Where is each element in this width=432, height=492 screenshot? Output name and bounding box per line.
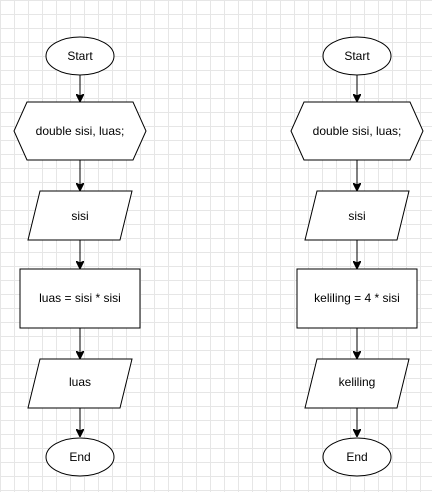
input-sisi-io[interactable]: sisi	[304, 190, 410, 241]
declaration-label: double sisi, luas;	[36, 124, 125, 138]
end-terminator[interactable]: End	[322, 437, 392, 477]
output-keliling-label: keliling	[339, 375, 376, 389]
process-keliling[interactable]: keliling = 4 * sisi	[296, 268, 418, 329]
end-label: End	[346, 450, 367, 464]
process-luas[interactable]: luas = sisi * sisi	[19, 268, 141, 329]
process-keliling-label: keliling = 4 * sisi	[314, 291, 400, 305]
start-terminator[interactable]: Start	[45, 36, 115, 76]
output-keliling-io[interactable]: keliling	[304, 358, 410, 409]
process-luas-label: luas = sisi * sisi	[39, 291, 121, 305]
input-sisi-io[interactable]: sisi	[27, 190, 133, 241]
declaration-preparation[interactable]: double sisi, luas;	[290, 101, 424, 161]
output-luas-io[interactable]: luas	[27, 358, 133, 409]
flowchart-left: Start double sisi, luas; sisi luas = sis…	[13, 36, 147, 477]
end-label: End	[69, 450, 90, 464]
declaration-label: double sisi, luas;	[313, 124, 402, 138]
start-label: Start	[344, 49, 370, 63]
input-sisi-label: sisi	[71, 209, 88, 223]
input-sisi-label: sisi	[348, 209, 365, 223]
start-terminator[interactable]: Start	[322, 36, 392, 76]
declaration-preparation[interactable]: double sisi, luas;	[13, 101, 147, 161]
flowchart-right: Start double sisi, luas; sisi keliling =…	[290, 36, 424, 477]
output-luas-label: luas	[69, 375, 91, 389]
start-label: Start	[67, 49, 93, 63]
end-terminator[interactable]: End	[45, 437, 115, 477]
